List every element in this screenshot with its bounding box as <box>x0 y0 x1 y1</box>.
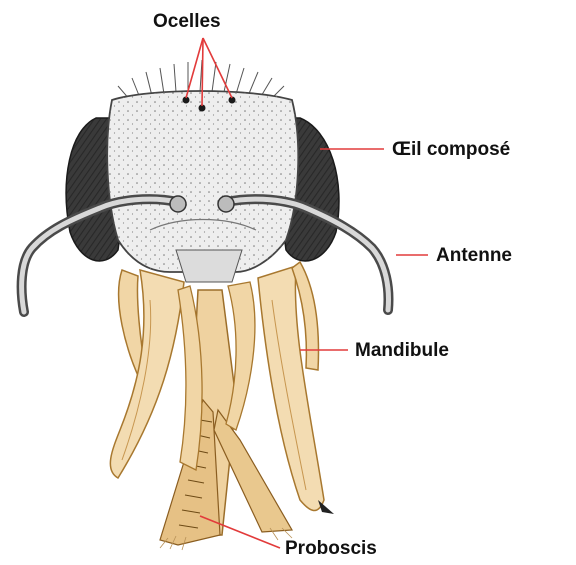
ocelles-leader <box>203 38 232 98</box>
mandibule-label: Mandibule <box>355 341 449 360</box>
head-capsule <box>107 91 298 282</box>
proboscis-label: Proboscis <box>285 539 377 558</box>
ocelles-leader <box>202 38 203 106</box>
oeil-compose-label: Œil composé <box>392 140 510 159</box>
ocelles-label: Ocelles <box>153 12 221 31</box>
antenne-label: Antenne <box>436 246 512 265</box>
